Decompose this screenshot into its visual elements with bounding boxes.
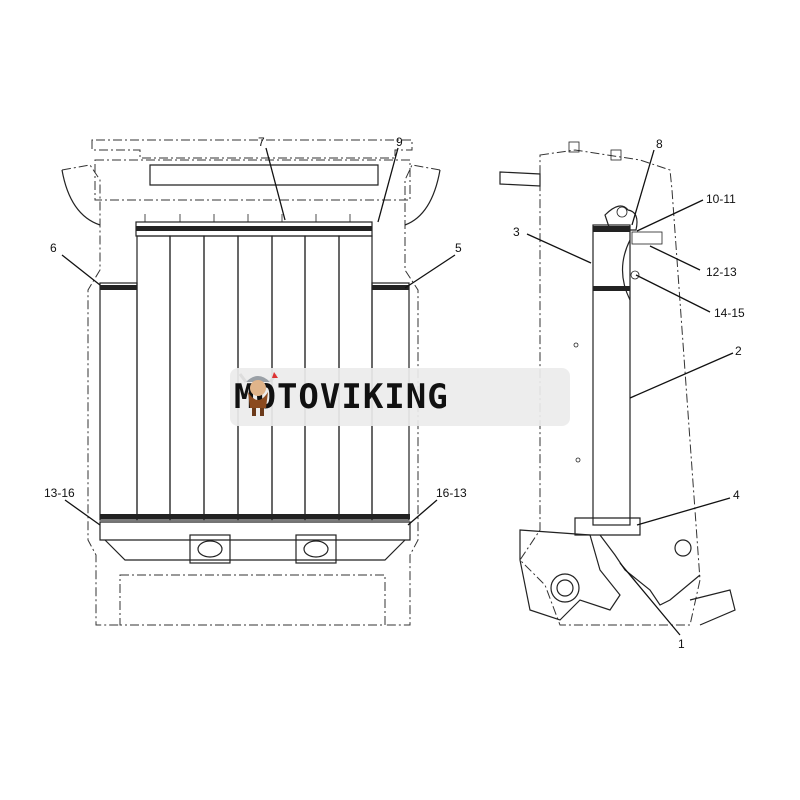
callout-16-13: 16-13 [436, 486, 467, 500]
callout-1: 1 [678, 637, 685, 651]
callout-5: 5 [455, 241, 462, 255]
callout-3: 3 [513, 225, 520, 239]
callout-12-13: 12-13 [706, 265, 737, 279]
leader-lines [61, 147, 734, 636]
callout-13-16: 13-16 [44, 486, 75, 500]
callout-14-15: 14-15 [714, 306, 745, 320]
callout-4: 4 [733, 488, 740, 502]
callout-6: 6 [50, 241, 57, 255]
callout-9: 9 [396, 135, 403, 149]
callout-8: 8 [656, 137, 663, 151]
radiator-assembly-side-view [499, 141, 736, 626]
callout-2: 2 [735, 344, 742, 358]
radiator-core-panels [136, 214, 373, 521]
callout-labels: 7 9 6 5 13-16 16-13 8 10-11 3 12-13 14-1… [44, 135, 745, 651]
viking-mascot-icon [238, 372, 278, 416]
callout-10-11: 10-11 [706, 192, 736, 206]
watermark: MOTOVIKING [230, 368, 570, 426]
callout-7: 7 [258, 135, 265, 149]
watermark-text: MOTOVIKING [234, 377, 449, 417]
